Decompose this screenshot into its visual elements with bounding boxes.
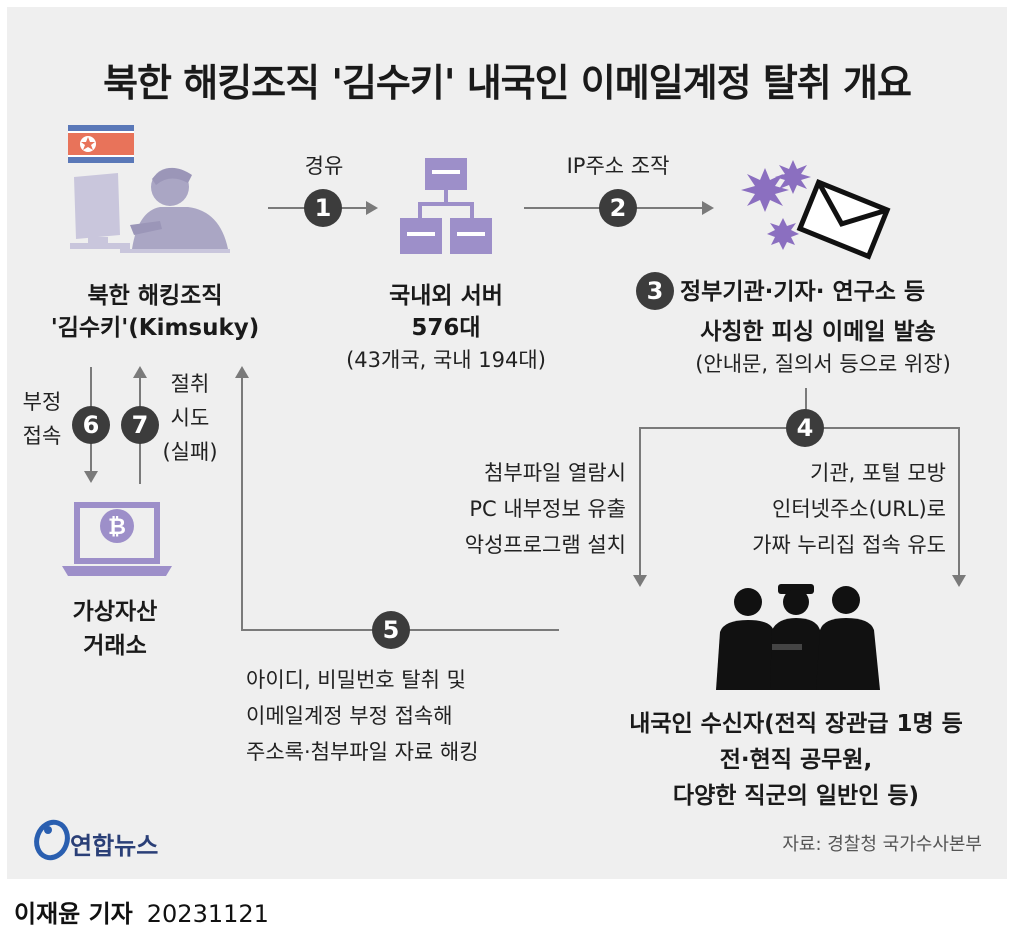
infographic-panel bbox=[7, 7, 1007, 879]
step-3-badge: 3 bbox=[636, 271, 674, 310]
step-6-line2: 접속 bbox=[22, 424, 62, 448]
step-1-label: 경유 bbox=[304, 154, 344, 178]
bitcoin-laptop-icon: ₿ bbox=[62, 502, 172, 576]
step-4-right-line3: 가짜 누리집 접속 유도 bbox=[752, 533, 946, 557]
step-3-text-line1: 정부기관·기자· 연구소 등 bbox=[680, 279, 926, 305]
step-4-right-line2: 인터넷주소(URL)로 bbox=[772, 497, 946, 521]
step-2-badge: 2 bbox=[599, 189, 637, 227]
step-4-left-line2: PC 내부정보 유출 bbox=[469, 497, 626, 521]
server-network-icon bbox=[400, 158, 492, 254]
step-4-stem bbox=[805, 388, 807, 428]
server-label-line1: 국내외 서버 bbox=[389, 283, 503, 309]
source-note: 자료: 경찰청 국가수사본부 bbox=[782, 834, 982, 855]
arrow-right-icon bbox=[702, 201, 714, 215]
step-3-title-line2: 사칭한 피싱 이메일 발송 bbox=[700, 319, 936, 345]
step-5-badge: 5 bbox=[372, 611, 410, 649]
step-4-right-drop bbox=[958, 427, 960, 577]
publish-date: 20231121 bbox=[146, 900, 269, 928]
step-7-line1: 절취 bbox=[170, 372, 210, 396]
phishing-email-icon bbox=[741, 160, 891, 260]
step-4-left-drop bbox=[639, 427, 641, 577]
hacker-label-line2: '김수키'(Kimsuky) bbox=[50, 315, 260, 341]
people-silhouette-icon bbox=[716, 584, 880, 690]
step-6-badge: 6 bbox=[72, 406, 110, 444]
arrow-down-icon bbox=[84, 471, 98, 483]
arrow-down-icon bbox=[952, 575, 966, 587]
step-7-badge: 7 bbox=[121, 406, 159, 444]
arrow-right-icon bbox=[366, 201, 378, 215]
page-title: 북한 해킹조직 '김수키' 내국인 이메일계정 탈취 개요 bbox=[103, 61, 912, 105]
north-korea-flag-icon bbox=[68, 125, 134, 163]
arrow-up-icon bbox=[133, 366, 147, 378]
svg-text:₿: ₿ bbox=[108, 515, 126, 540]
hacker-label-line1: 북한 해킹조직 bbox=[87, 283, 223, 309]
step-1-badge: 1 bbox=[304, 189, 342, 227]
step-7-line3: (실패) bbox=[162, 440, 218, 464]
step-4-badge: 4 bbox=[786, 409, 824, 447]
yonhap-logo-icon bbox=[34, 819, 70, 861]
step-5-vertical bbox=[241, 378, 243, 630]
step-7-line2: 시도 bbox=[170, 406, 210, 430]
step-5-line2: 이메일계정 부정 접속해 bbox=[246, 704, 453, 728]
step-6-line1: 부정 bbox=[22, 390, 62, 414]
step-2-label: IP주소 조작 bbox=[566, 154, 670, 178]
exchange-label-line2: 거래소 bbox=[83, 633, 147, 659]
recipients-line1: 내국인 수신자(전직 장관급 1명 등 bbox=[629, 711, 963, 737]
step-4-right-line1: 기관, 포털 모방 bbox=[810, 461, 946, 485]
recipients-line2: 전·현직 공무원, bbox=[719, 747, 873, 773]
step-3-note: (안내문, 질의서 등으로 위장) bbox=[695, 352, 951, 376]
author: 이재윤 기자 bbox=[14, 900, 133, 928]
step-4-left-line1: 첨부파일 열람시 bbox=[484, 461, 626, 485]
step-4-left-line3: 악성프로그램 설치 bbox=[464, 533, 626, 557]
computer-user-icon bbox=[68, 125, 230, 253]
arrow-down-icon bbox=[633, 575, 647, 587]
step-5-line3: 주소록·첨부파일 자료 해킹 bbox=[246, 740, 479, 764]
credit-line: 이재윤 기자 20231121 bbox=[14, 894, 269, 929]
exchange-label-line1: 가상자산 bbox=[72, 599, 158, 625]
step-5-line1: 아이디, 비밀번호 탈취 및 bbox=[246, 668, 466, 692]
logo-text: 연합뉴스 bbox=[70, 832, 159, 860]
arrow-up-icon bbox=[235, 366, 249, 378]
recipients-line3: 다양한 직군의 일반인 등) bbox=[672, 783, 920, 809]
server-label-line2: 576대 bbox=[411, 315, 481, 341]
server-note: (43개국, 국내 194대) bbox=[346, 348, 546, 372]
